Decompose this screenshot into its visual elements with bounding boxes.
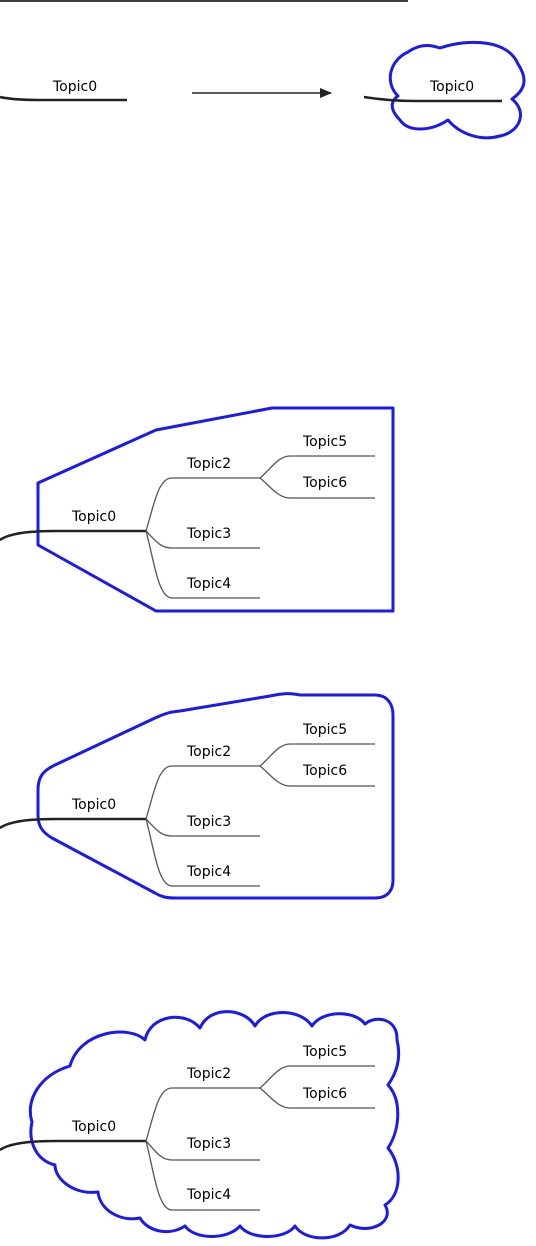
topic-label-topic3: Topic3: [186, 1136, 231, 1152]
topic-label-topic6: Topic6: [302, 475, 347, 491]
topic-label-topic4: Topic4: [186, 864, 231, 880]
branch-to-topic6: [259, 477, 375, 499]
branch-to-topic2: [145, 1087, 260, 1142]
topic-label-topic6: Topic6: [302, 763, 347, 779]
topic-label-topic4: Topic4: [186, 1187, 231, 1203]
branch-to-topic4: [145, 1140, 260, 1211]
branch-to-topic3: [145, 1140, 260, 1161]
topic-label-topic4: Topic4: [186, 576, 231, 592]
branch-to-topic5: [259, 743, 375, 767]
branch-to-topic4: [145, 530, 260, 599]
topic-label: Topic0: [52, 79, 97, 95]
topic-label-root: Topic0: [71, 509, 116, 525]
connector-line: [0, 95, 39, 102]
connector-line: [0, 1139, 58, 1152]
tree-polygon-boundary: Topic0 Topic2 Topic3 Topic4 Topic5 Topic…: [0, 406, 395, 613]
topic-label-topic2: Topic2: [186, 456, 231, 472]
tree-rounded-boundary: Topic0 Topic2 Topic3 Topic4 Topic5 Topic…: [0, 692, 395, 900]
topic-label-topic3: Topic3: [186, 526, 231, 542]
connector-line: [0, 529, 58, 542]
topic-label-topic5: Topic5: [302, 1044, 347, 1060]
boundary-polygon: [36, 406, 395, 613]
example-before: Topic0: [0, 79, 127, 102]
branch-to-topic3: [145, 530, 260, 549]
topic-label: Topic0: [429, 79, 474, 95]
topic-label-topic2: Topic2: [186, 744, 231, 760]
tree-scallop-boundary: Topic0 Topic2 Topic3 Topic4 Topic5 Topic…: [0, 1010, 401, 1240]
topic-label-root: Topic0: [71, 1119, 116, 1135]
topic-label-root: Topic0: [71, 797, 116, 813]
topic-label-topic3: Topic3: [186, 814, 231, 830]
boundary-scallops: [28, 1010, 401, 1240]
connector-line: [0, 817, 58, 830]
branch-to-topic3: [145, 818, 260, 837]
boundary-cloud: [388, 40, 526, 140]
branch-to-topic2: [145, 765, 260, 820]
topic-label-topic5: Topic5: [302, 434, 347, 450]
topic-label-topic6: Topic6: [302, 1086, 347, 1102]
example-after: Topic0: [363, 40, 526, 140]
branch-to-topic2: [145, 477, 260, 532]
connector-line: [363, 95, 417, 103]
branch-to-topic5: [259, 1065, 375, 1089]
topic-label-topic5: Topic5: [302, 722, 347, 738]
branch-to-topic5: [259, 455, 375, 479]
branch-to-topic4: [145, 818, 260, 887]
branch-to-topic6: [259, 1087, 375, 1109]
topic-label-topic2: Topic2: [186, 1066, 231, 1082]
branch-to-topic6: [259, 765, 375, 787]
